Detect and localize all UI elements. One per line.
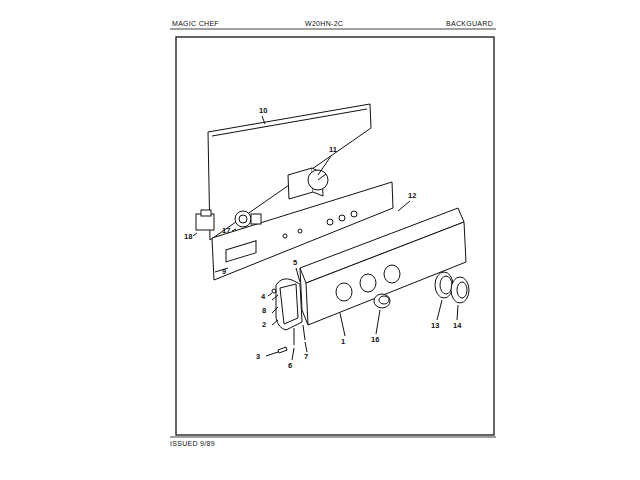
callout-number: 7 (304, 353, 308, 361)
callout-number: 6 (288, 362, 292, 370)
callout-number: 18 (184, 233, 192, 241)
header-model: W20HN-2C (305, 20, 343, 27)
callout-number: 16 (371, 336, 379, 344)
header-brand: MAGIC CHEF (172, 20, 219, 27)
callout-number: 10 (259, 107, 267, 115)
callout-number: 2 (262, 321, 266, 329)
header-section: BACKGUARD (446, 20, 493, 27)
issue-date: ISSUED 9/89 (170, 440, 215, 447)
callout-number: 14 (453, 322, 461, 330)
callout-number: 11 (329, 146, 337, 154)
callout-number: 8 (262, 307, 266, 315)
callout-number: 5 (293, 259, 297, 267)
callout-number: 12 (408, 192, 416, 200)
callout-number: 17 (222, 227, 230, 235)
callout-number: 4 (261, 293, 265, 301)
callout-number: 13 (431, 322, 439, 330)
callout-number: 9 (222, 268, 226, 276)
callout-number: 3 (256, 353, 260, 361)
callout-number: 1 (341, 338, 345, 346)
